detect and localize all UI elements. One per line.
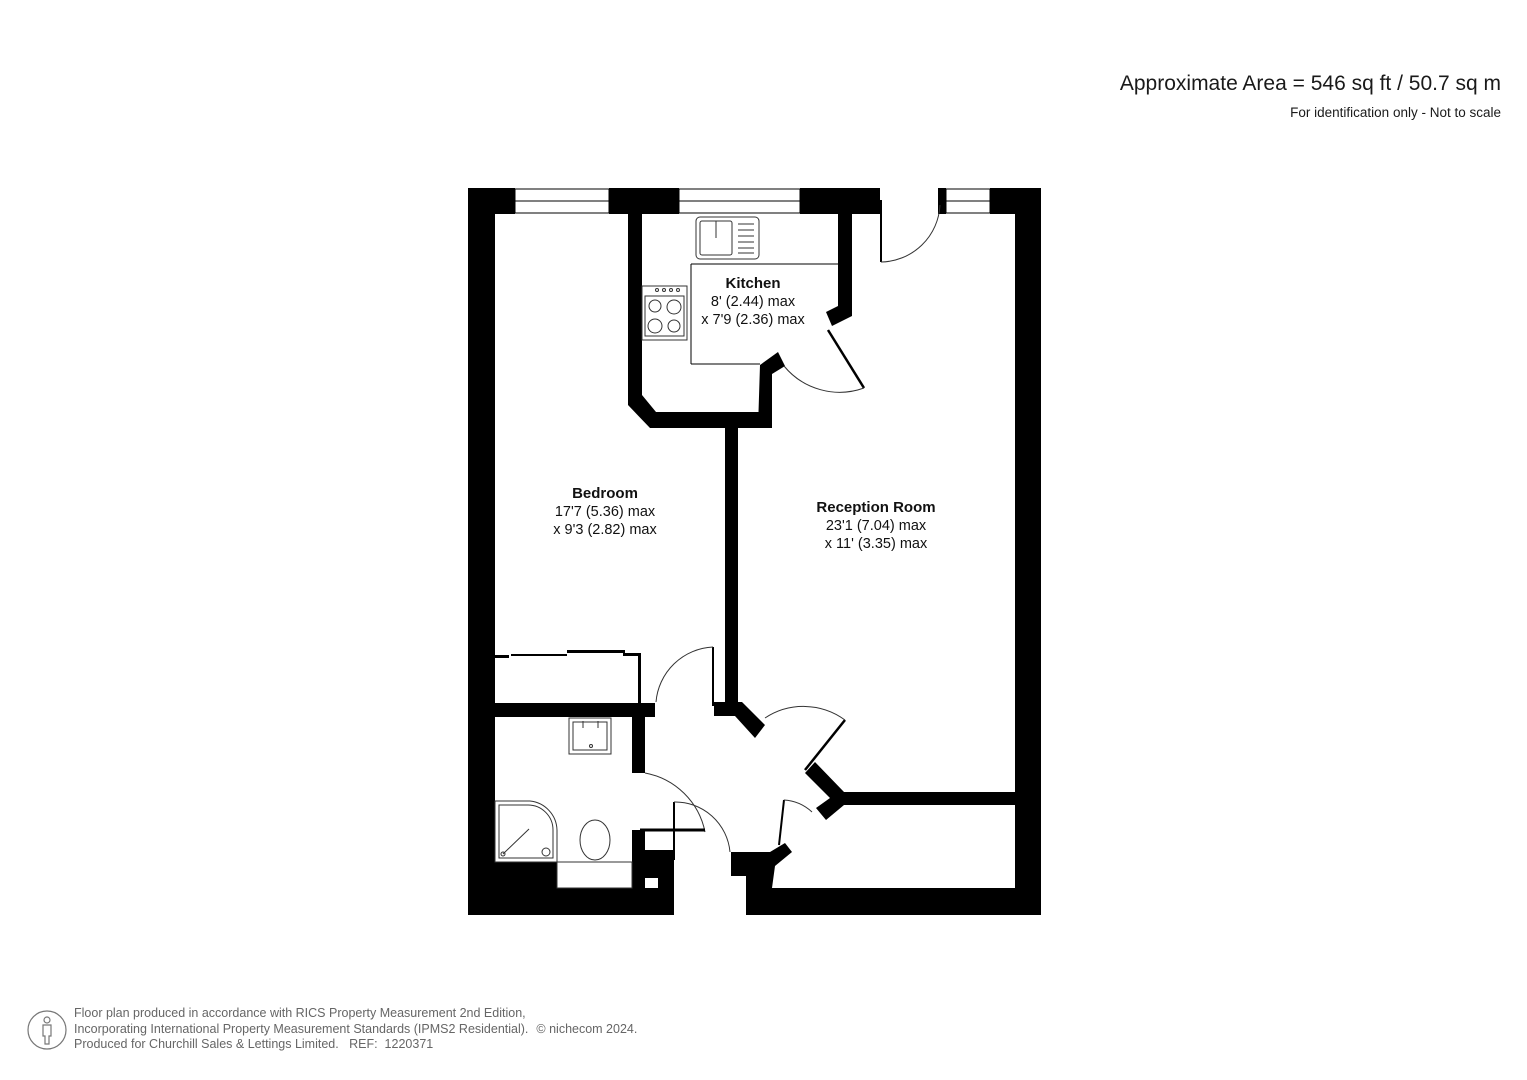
copyright: © nichecom 2024. (536, 1021, 638, 1036)
room-label-reception: Reception Room 23'1 (7.04) max x 11' (3.… (816, 499, 935, 553)
hob-icon (641, 285, 688, 341)
room-dimension: 8' (2.44) max (710, 294, 796, 310)
sink-icon (695, 216, 760, 260)
footer-line-1: Floor plan produced in accordance with R… (74, 1006, 526, 1020)
walls (468, 188, 1041, 915)
room-name: Reception Room (816, 499, 936, 516)
disclaimer: For identification only - Not to scale (1290, 105, 1501, 120)
basin-icon (568, 717, 612, 755)
room-dimension: 23'1 (7.04) max (825, 518, 927, 534)
room-dimension: 17'7 (5.36) max (554, 504, 656, 520)
toilet-icon (556, 819, 633, 889)
room-dimension: x 11' (3.35) max (824, 536, 928, 552)
person-icon (27, 1010, 67, 1050)
room-dimension: x 7'9 (2.36) max (701, 312, 805, 328)
room-name: Bedroom (572, 485, 638, 502)
doors (640, 200, 941, 860)
room-label-bedroom: Bedroom 17'7 (5.36) max x 9'3 (2.82) max (553, 485, 657, 539)
room-name: Kitchen (725, 275, 781, 292)
kitchen-counter (690, 263, 838, 365)
footer-line-3: Produced for Churchill Sales & Lettings … (74, 1037, 434, 1051)
footer-credits: Floor plan produced in accordance with R… (74, 1006, 637, 1053)
room-dimension: x 9'3 (2.82) max (553, 522, 657, 538)
windows (514, 188, 991, 214)
room-label-kitchen: Kitchen 8' (2.44) max x 7'9 (2.36) max (701, 275, 805, 329)
shower-tray-icon (494, 800, 558, 863)
approximate-area: Approximate Area = 546 sq ft / 50.7 sq m (1119, 72, 1501, 95)
footer-line-2: Incorporating International Property Mea… (74, 1021, 529, 1036)
